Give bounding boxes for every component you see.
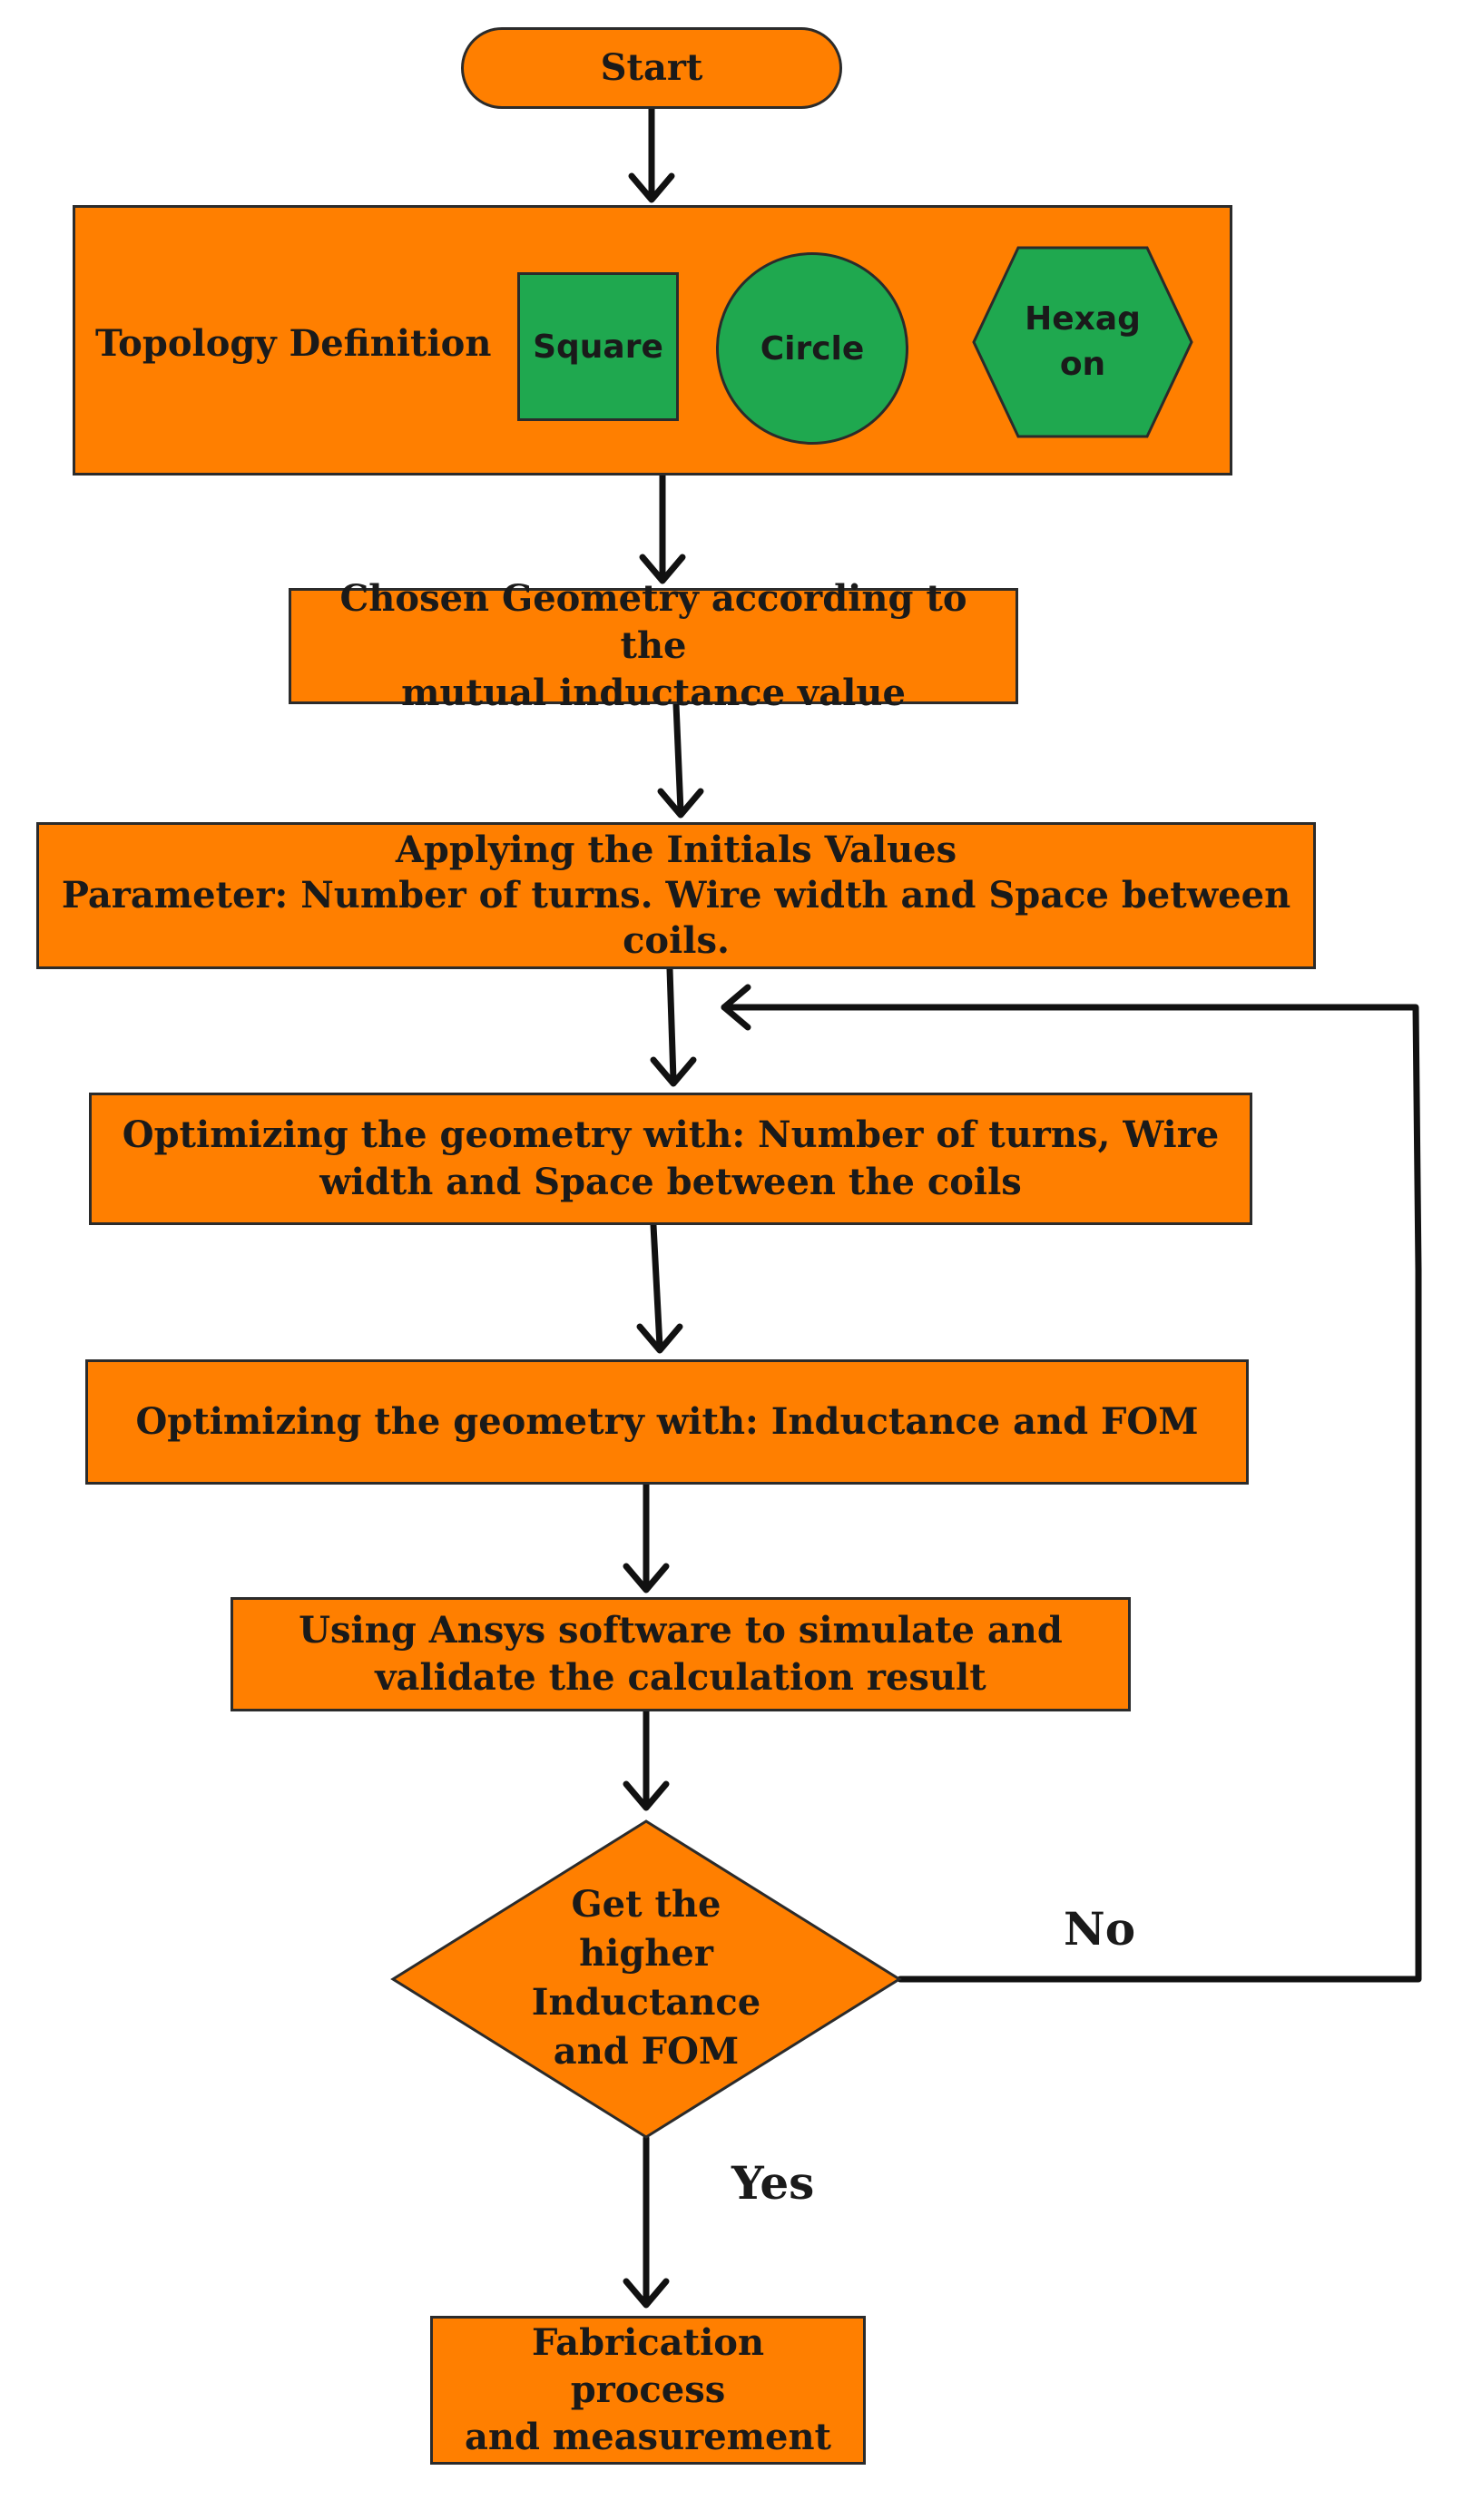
decision-line4: and FOM (553, 2030, 740, 2073)
chosen-geometry-line1: Chosen Geometry according to the (339, 577, 967, 667)
loop-no-feedback (721, 1004, 1422, 1983)
circle-label: Circle (760, 329, 865, 368)
arrow-initial-optimize1 (666, 966, 677, 1084)
ansys-line1: Using Ansys software to simulate and (299, 1609, 1063, 1652)
start-label: Start (600, 46, 703, 89)
optimize-turns-line1: Optimizing the geometry with: Number of … (122, 1113, 1220, 1156)
circle-shape: Circle (716, 252, 908, 445)
optimize-turns-box: Optimizing the geometry with: Number of … (89, 1093, 1252, 1225)
initial-values-line3: coils. (623, 919, 730, 962)
hexagon-label-line2: on (1059, 346, 1106, 383)
decision-label: Get the higher Inductance and FOM (490, 1869, 802, 2087)
square-shape: Square (517, 272, 679, 421)
ansys-simulation-box: Using Ansys software to simulate and val… (231, 1597, 1131, 1711)
topology-label: Topology Definition (95, 322, 492, 365)
square-label: Square (533, 328, 663, 366)
chosen-geometry-line2: mutual inductance value (401, 672, 906, 714)
initial-values-line1: Applying the Initials Values (395, 829, 957, 871)
fabrication-box: Fabrication process and measurement (430, 2316, 866, 2465)
ansys-line2: validate the calculation result (375, 1656, 986, 1699)
decision-line3: Inductance (531, 1981, 761, 2024)
hexagon-label: Hexag on (971, 245, 1194, 439)
optimize-inductance-label: Optimizing the geometry with: Inductance… (135, 1400, 1199, 1443)
chosen-geometry-box: Chosen Geometry according to the mutual … (289, 577, 1018, 714)
initial-values-line2: Parameter: Number of turns. Wire width a… (61, 874, 1291, 917)
decision-line1: Get the (571, 1883, 721, 1926)
fabrication-line2: and measurement (464, 2416, 832, 2458)
decision-line2: higher (579, 1932, 713, 1975)
initial-values-box: Applying the Initials Values Parameter: … (36, 822, 1316, 969)
arrow-optimize1-optimize2 (650, 1221, 663, 1350)
hexagon-shape (972, 246, 1193, 438)
start-terminal: Start (461, 27, 842, 109)
optimize-turns-line2: width and Space between the coils (319, 1161, 1022, 1203)
no-label: No (1064, 1902, 1136, 1956)
yes-label: Yes (731, 2156, 815, 2210)
fabrication-line1: Fabrication process (531, 2321, 765, 2411)
hexagon-label-line1: Hexag (1025, 299, 1141, 338)
optimize-inductance-box: Optimizing the geometry with: Inductance… (85, 1359, 1249, 1485)
arrow-geometry-initial (672, 701, 684, 815)
decision-diamond (390, 1819, 902, 2139)
